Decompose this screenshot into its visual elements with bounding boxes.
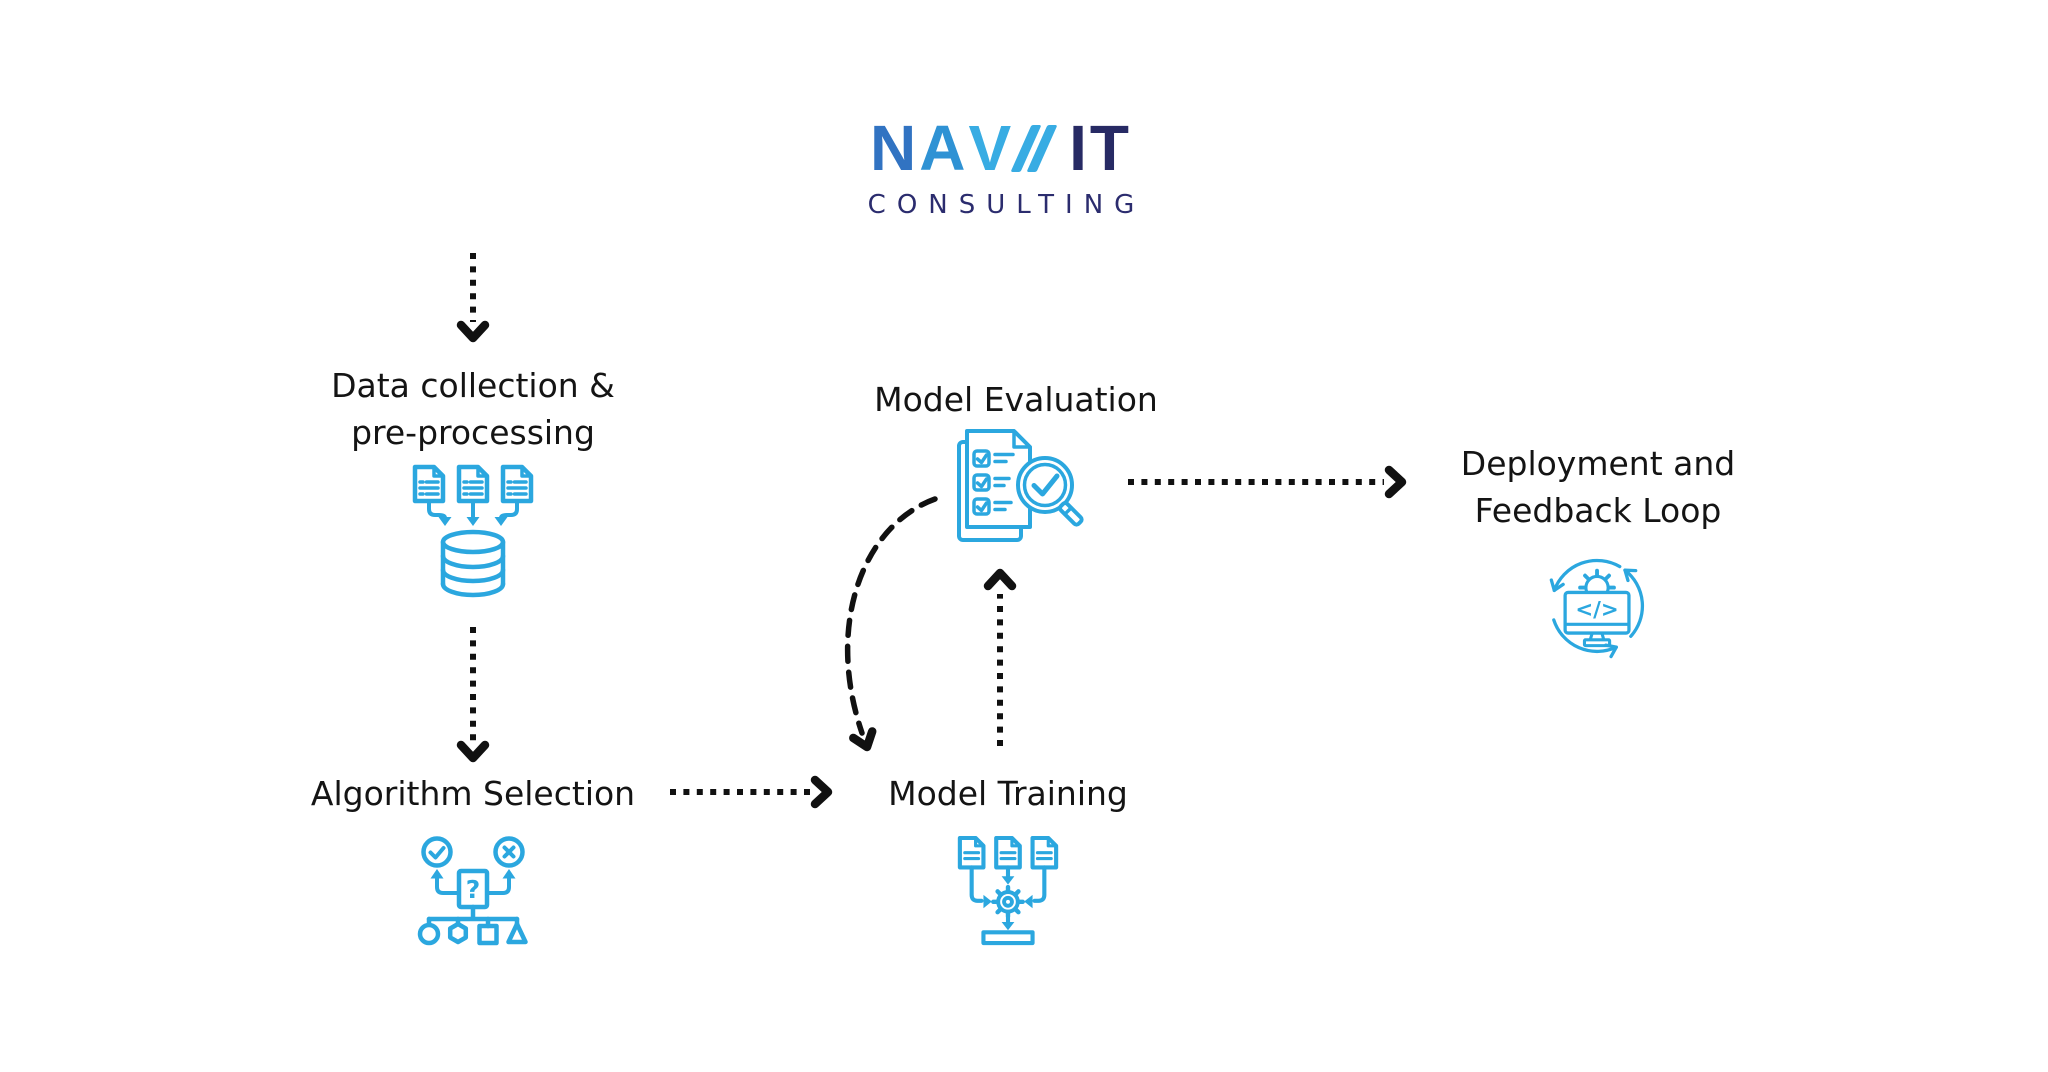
- code-glyph: </>: [1575, 598, 1618, 623]
- decision-question-shapes-icon: ?: [417, 836, 528, 946]
- label-line: Data collection &: [331, 366, 615, 405]
- logo-letter-v: V: [968, 112, 1015, 184]
- brand-logo: N A V IT CONSULTING: [800, 116, 1202, 220]
- arrow-model-evaluation-to-model-training-feedback: [844, 496, 938, 752]
- arrow-into-data-collection: [456, 253, 490, 343]
- logo-word-it: IT: [1069, 112, 1132, 184]
- node-label-deployment: Deployment and Feedback Loop: [1461, 440, 1735, 534]
- node-deployment: Deployment and Feedback Loop </>: [1398, 440, 1798, 664]
- arrow-model-training-to-model-evaluation: [983, 568, 1017, 746]
- checklist-magnifier-icon: [956, 429, 1084, 542]
- node-label-model-evaluation: Model Evaluation: [874, 376, 1158, 423]
- label-line: Feedback Loop: [1474, 491, 1722, 530]
- brand-wordmark: N A V IT: [870, 116, 1132, 180]
- node-data-collection: Data collection & pre-processing: [273, 362, 673, 598]
- question-glyph: ?: [466, 875, 481, 904]
- logo-letter-n: N: [870, 112, 920, 184]
- node-model-training: Model Training: [808, 770, 1208, 946]
- documents-to-database-icon: [412, 464, 534, 598]
- node-label-model-training: Model Training: [888, 770, 1128, 817]
- logo-letter-a: A: [919, 112, 969, 184]
- brand-subtitle: CONSULTING: [867, 190, 1146, 220]
- node-label-algorithm-selection: Algorithm Selection: [311, 770, 635, 817]
- node-label-data-collection: Data collection & pre-processing: [331, 362, 615, 456]
- arrow-data-collection-to-algorithm-selection: [456, 627, 490, 763]
- label-line: pre-processing: [351, 413, 595, 452]
- monitor-code-sync-icon: </>: [1549, 558, 1645, 659]
- arrow-model-evaluation-to-deployment: [1128, 465, 1407, 499]
- node-algorithm-selection: Algorithm Selection ?: [273, 770, 673, 947]
- arrow-algorithm-selection-to-model-training: [670, 775, 833, 809]
- documents-to-gear-icon: [957, 836, 1059, 946]
- label-line: Deployment and: [1460, 444, 1736, 483]
- node-model-evaluation: Model Evaluation: [816, 376, 1216, 546]
- label-line: Model Training: [888, 774, 1128, 813]
- label-line: Model Evaluation: [874, 380, 1158, 419]
- label-line: Algorithm Selection: [310, 774, 636, 813]
